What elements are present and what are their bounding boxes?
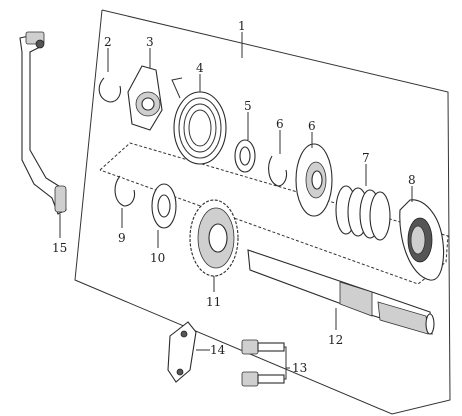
callout-12: 12 [328, 333, 343, 347]
callout-10: 10 [150, 251, 165, 265]
plate-part-14 [167, 321, 197, 383]
spring-part-8 [335, 185, 391, 241]
callout-14: 14 [210, 343, 226, 357]
guide-plate-part-3 [127, 65, 163, 131]
washer-part-5 [234, 139, 256, 173]
circlip-part-2 [98, 77, 122, 103]
callout-6-lower: 9 [118, 231, 126, 245]
callout-5: 5 [244, 99, 252, 113]
circlip-part-6-upper [268, 155, 288, 187]
spindle-part-12 [247, 249, 435, 335]
circlip-part-6-lower [114, 175, 136, 207]
callout-4: 4 [196, 61, 204, 75]
ratchet-part-9 [399, 199, 445, 281]
callout-11: 11 [206, 295, 221, 309]
callout-13: 13 [292, 361, 307, 375]
callout-1: 1 [238, 19, 246, 33]
callout-3: 3 [146, 35, 154, 49]
callout-15: 15 [52, 241, 67, 255]
bolts-part-13 [241, 339, 285, 387]
washer-part-10 [151, 183, 177, 229]
callout-8: 7 [362, 151, 370, 165]
spring-seat-part-7 [295, 143, 333, 217]
gear-part-11 [189, 199, 239, 277]
kick-lever [19, 31, 67, 215]
callout-6-upper: 6 [276, 117, 284, 131]
callout-2: 2 [104, 35, 112, 49]
leader-lines [59, 32, 413, 380]
callout-7: 6 [308, 119, 316, 133]
assembly-frame [74, 9, 451, 415]
return-spring-part-4 [171, 77, 227, 165]
callout-9: 8 [408, 173, 416, 187]
